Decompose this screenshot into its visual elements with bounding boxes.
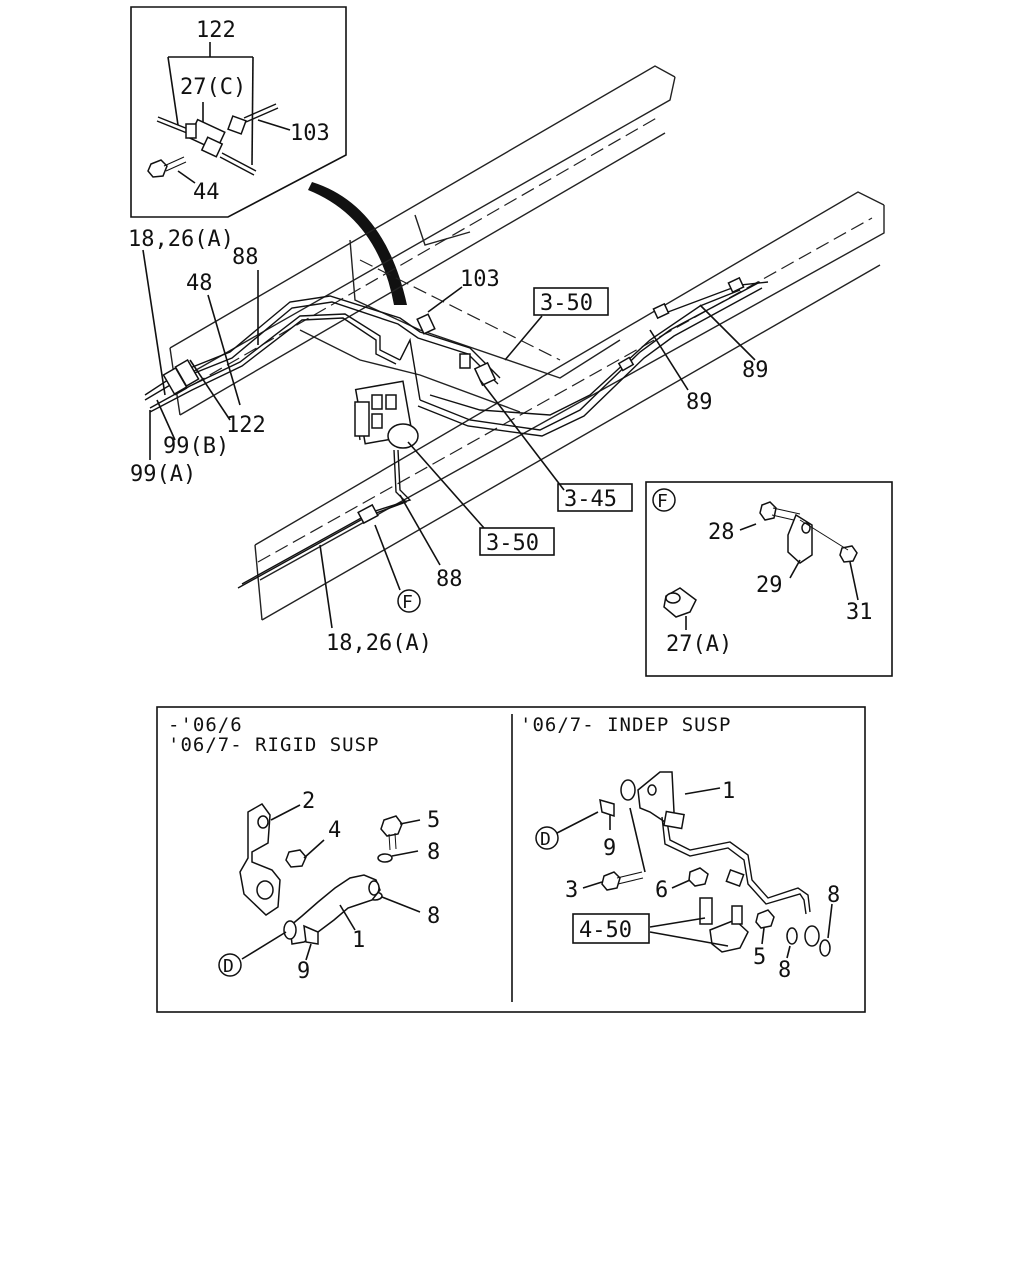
ref-3-50-bottom: 3-50 [486, 531, 539, 556]
brake-pipes [144, 281, 769, 589]
ref-3-45: 3-45 [564, 487, 617, 512]
label-122: 122 [226, 413, 266, 438]
label-103: 103 [460, 267, 500, 292]
inset-f-frame [645, 481, 893, 677]
label-27c-inset: 27(C) [180, 75, 246, 100]
label-89-right: 89 [742, 358, 769, 383]
rigid-label-8-bottom: 8 [427, 904, 440, 929]
callout-f-circle [397, 589, 421, 613]
label-89-mid: 89 [686, 390, 713, 415]
rigid-label-5: 5 [427, 808, 440, 833]
lower-panel-frame [156, 706, 866, 1013]
label-18-26a-bottom: 18,26(A) [326, 631, 432, 656]
indep-callout-d: D [540, 829, 551, 850]
indep-label-3: 3 [565, 878, 578, 903]
label-103-inset: 103 [290, 121, 330, 146]
rigid-label-2: 2 [302, 789, 315, 814]
rigid-header-2: '06/7- RIGID SUSP [168, 734, 379, 756]
ref-box-4-50 [572, 913, 650, 944]
label-44-inset: 44 [193, 180, 220, 205]
rigid-header-1: -'06/6 [168, 714, 243, 736]
main-leaders [142, 249, 756, 629]
indep-label-6: 6 [655, 878, 668, 903]
pipe-fittings [162, 276, 745, 525]
indep-label-1: 1 [722, 779, 735, 804]
indep-label-8-right: 8 [827, 883, 840, 908]
inset-tee-fitting: 122 27(C) 103 44 [130, 6, 347, 218]
label-27a: 27(A) [666, 632, 732, 657]
inset-f: F 28 29 31 27(A) [645, 481, 893, 677]
label-18-26a-top: 18,26(A) [128, 227, 234, 252]
callout-f: F [402, 592, 413, 613]
rigid-callout-d: D [223, 956, 234, 977]
rigid-label-1: 1 [352, 928, 365, 953]
ref-box-3-50-top [533, 287, 609, 316]
label-88-top: 88 [232, 245, 259, 270]
inset-f-callout: F [657, 491, 668, 512]
label-99b: 99(B) [163, 434, 229, 459]
label-31: 31 [846, 600, 873, 625]
rigid-label-8-top: 8 [427, 840, 440, 865]
label-48: 48 [186, 271, 213, 296]
indep-header: '06/7- INDEP SUSP [520, 714, 731, 736]
indep-label-8-mid: 8 [778, 958, 791, 983]
detail-arrow [308, 182, 407, 305]
inset-frame [130, 6, 347, 218]
indep-ref-4-50: 4-50 [579, 918, 632, 943]
label-99a: 99(A) [130, 462, 196, 487]
label-122-inset: 122 [196, 18, 236, 43]
label-88-bottom: 88 [436, 567, 463, 592]
rigid-susp-section: -'06/6 '06/7- RIGID SUSP 2 4 5 8 8 [168, 714, 440, 984]
label-29: 29 [756, 573, 783, 598]
ref-box-3-50-bottom [479, 527, 555, 556]
ref-box-3-45 [557, 483, 633, 512]
ref-3-50-top: 3-50 [540, 291, 593, 316]
abs-unit [354, 380, 419, 449]
indep-susp-section: '06/7- INDEP SUSP [520, 714, 840, 983]
label-28: 28 [708, 520, 735, 545]
indep-label-9: 9 [603, 836, 616, 861]
rigid-label-9: 9 [297, 959, 310, 984]
indep-label-5: 5 [753, 945, 766, 970]
rigid-label-4: 4 [328, 818, 341, 843]
chassis-frame [169, 65, 885, 621]
